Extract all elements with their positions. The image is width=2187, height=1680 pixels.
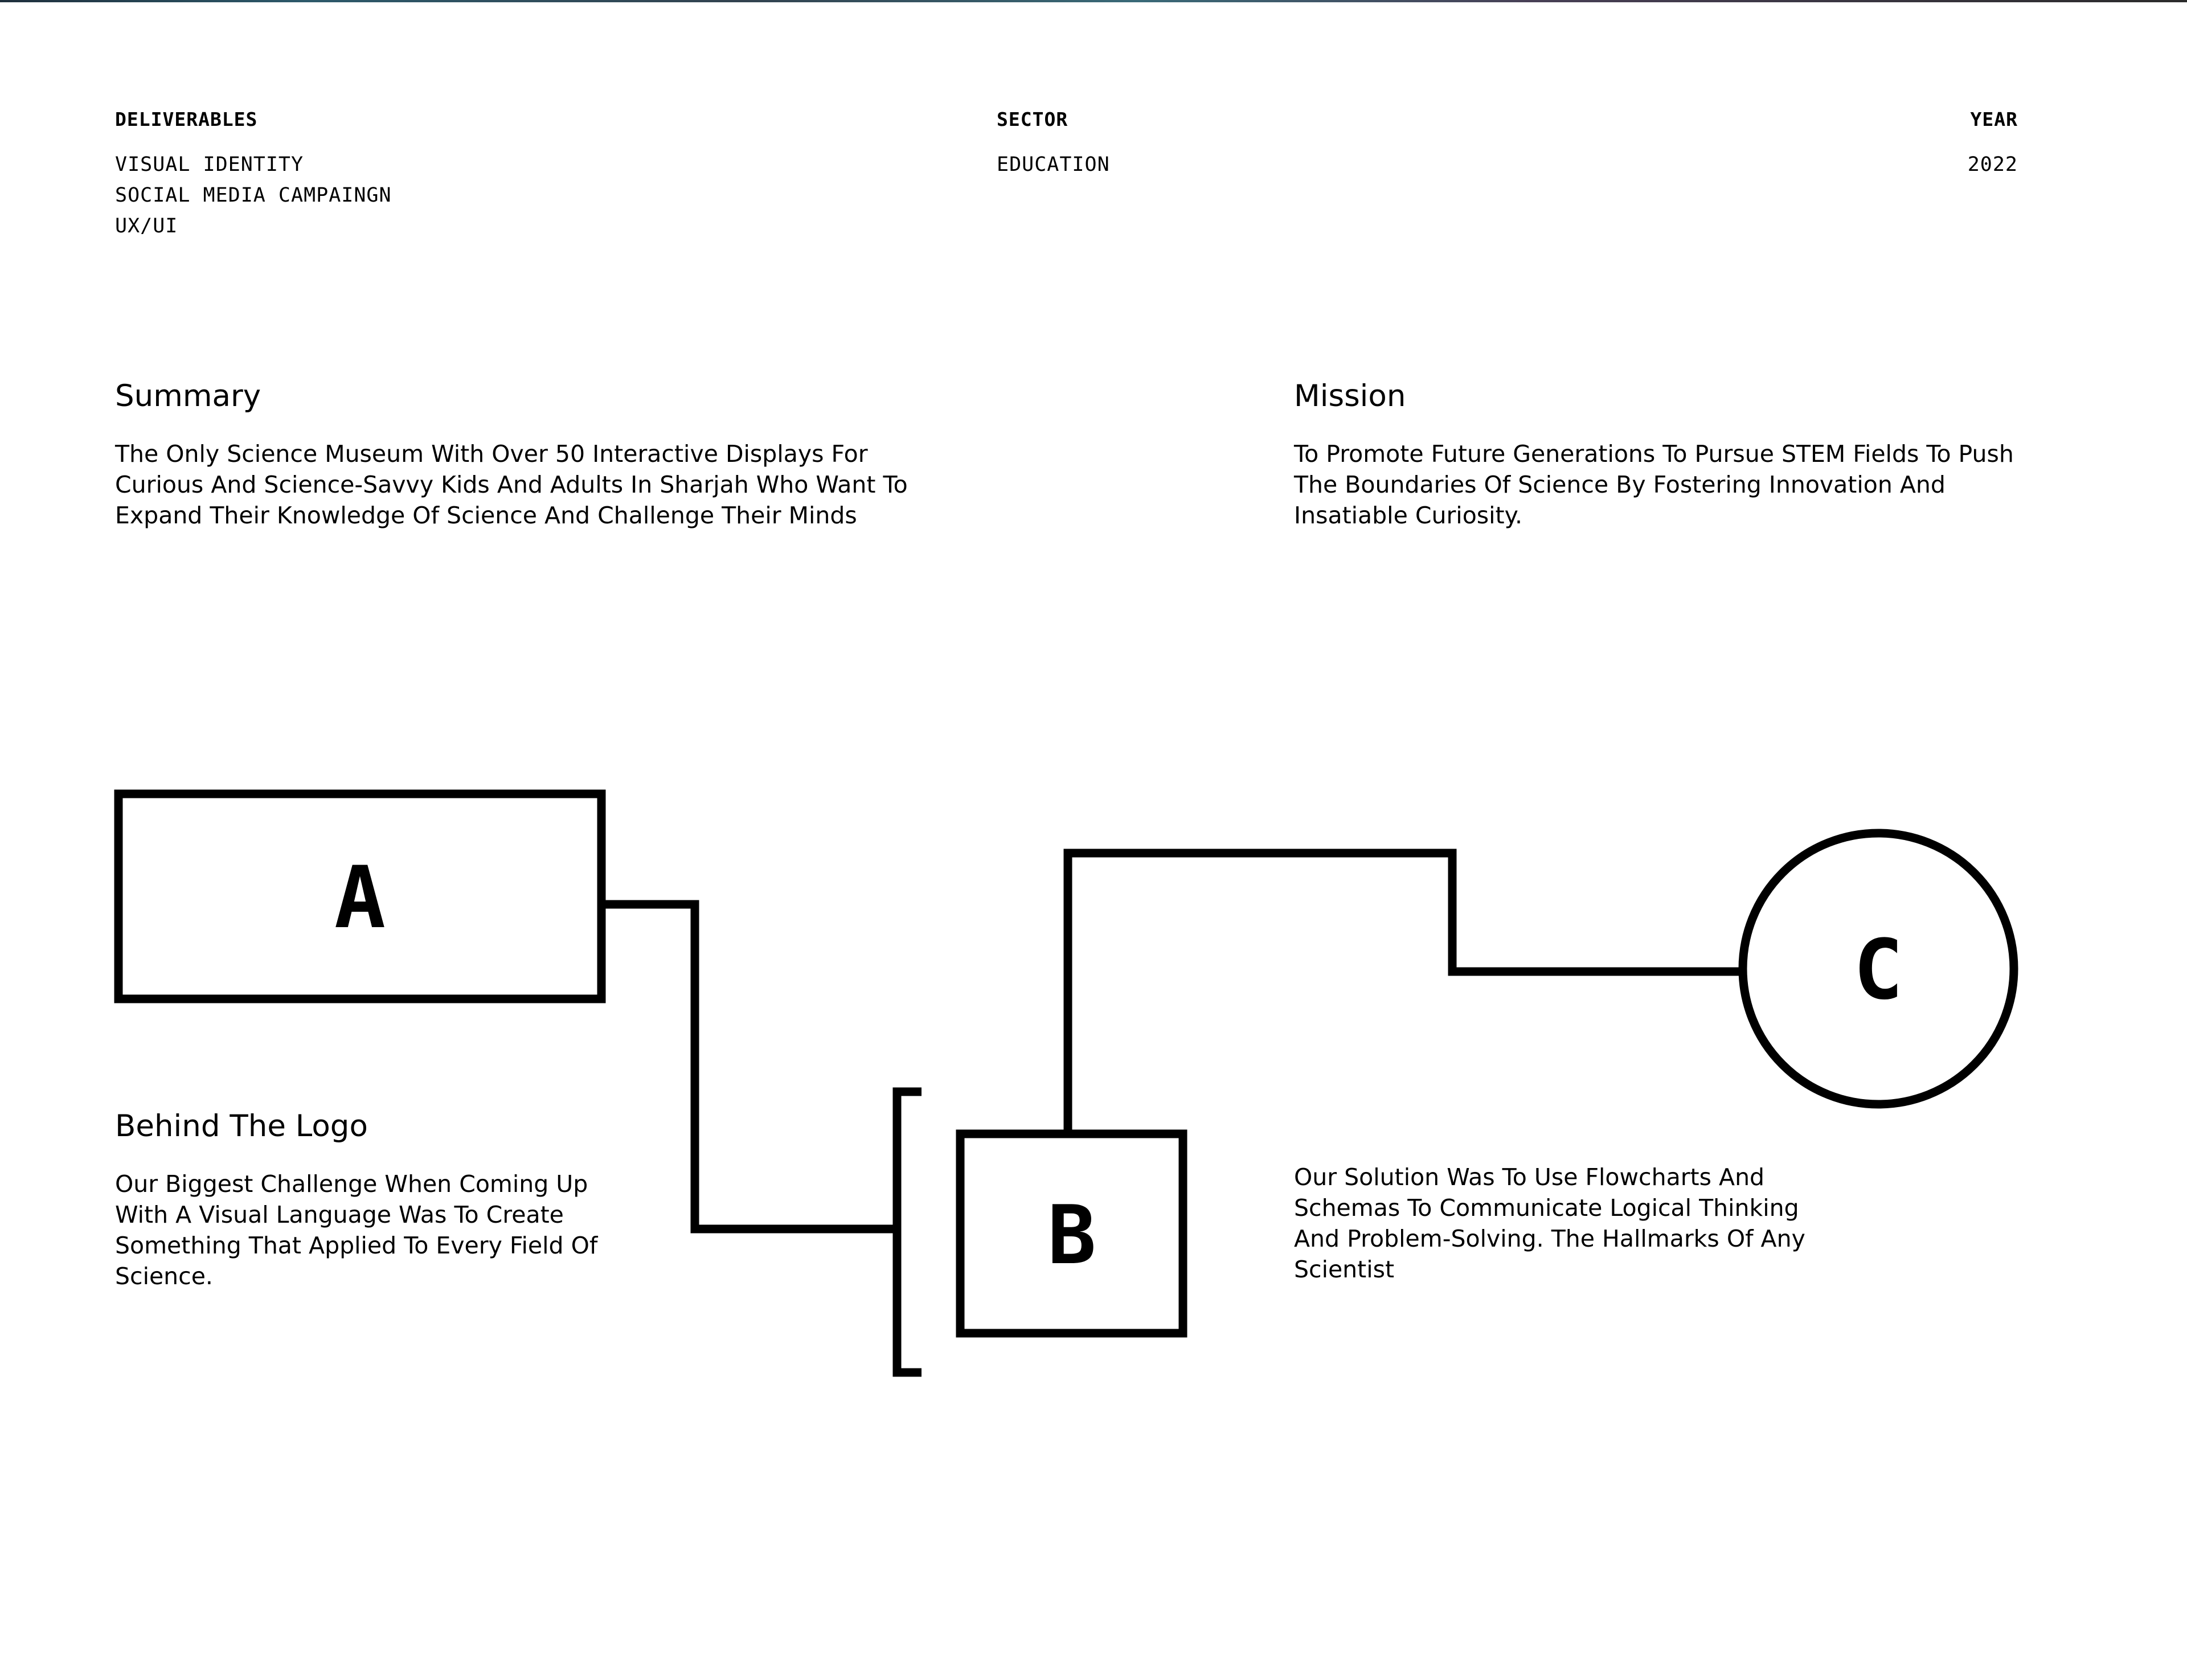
node-b-letter: B (1047, 1189, 1096, 1282)
solution-text: Our Solution Was To Use Flowcharts And S… (1294, 1163, 1805, 1283)
deliverable-item: VISUAL IDENTITY (115, 153, 304, 176)
sector-label: SECTOR (997, 108, 1068, 130)
summary-heading: Summary (115, 379, 261, 413)
deliverable-item: UX/UI (115, 215, 178, 237)
summary-text: The Only Science Museum With Over 50 Int… (115, 440, 908, 529)
node-b-box (956, 1129, 1187, 1338)
sector-value: EDUCATION (997, 153, 1110, 176)
behind-logo-text: Our Biggest Challenge When Coming Up Wit… (115, 1170, 598, 1290)
year-label: YEAR (1970, 108, 2018, 130)
bracket-b (892, 1087, 922, 1377)
year-list: 2022 (1968, 149, 2018, 180)
behind-logo-heading: Behind The Logo (115, 1109, 368, 1144)
node-c-letter: C (1853, 922, 1903, 1018)
node-a-letter: A (334, 849, 386, 948)
deliverable-item: SOCIAL MEDIA CAMPAINGN (115, 184, 392, 207)
top-gradient-rule (0, 0, 2187, 2)
mission-heading: Mission (1294, 379, 1406, 413)
mission-text: To Promote Future Generations To Pursue … (1294, 440, 2014, 529)
connector-b-c (1063, 849, 1743, 1134)
sector-list: EDUCATION (997, 149, 1110, 180)
node-a-box (114, 789, 606, 1003)
node-c-circle (1738, 829, 2018, 1109)
deliverables-list: VISUAL IDENTITY SOCIAL MEDIA CAMPAINGN U… (115, 149, 392, 241)
deliverables-label: DELIVERABLES (115, 108, 258, 130)
year-value: 2022 (1967, 153, 2018, 176)
